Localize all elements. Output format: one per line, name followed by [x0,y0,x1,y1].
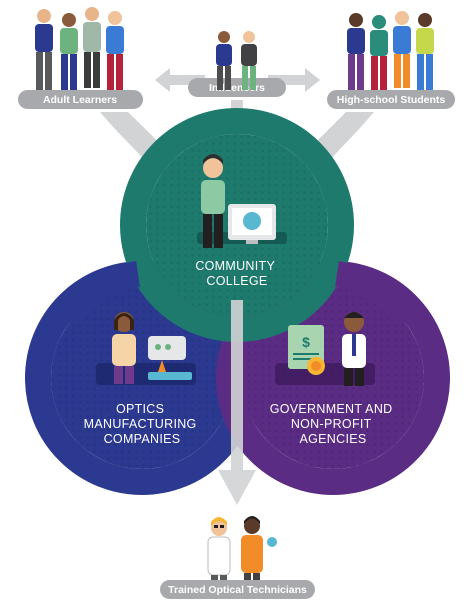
svg-text:$: $ [302,334,310,350]
government-line-3: AGENCIES [300,432,367,446]
community-college-label: COMMUNITY COLLEGE [195,259,278,288]
influencers-pill: Influencers [188,78,286,97]
adult-learners-people-icon [35,7,124,90]
high-school-people-icon [347,11,434,90]
influencers-people-icon [216,31,257,90]
instructor-with-monitor-icon [197,154,287,248]
government-label: GOVERNMENT AND NON-PROFIT AGENCIES [270,402,397,446]
optics-line-2: MANUFACTURING [84,417,197,431]
adult-learners-label: Adult Learners [43,94,117,106]
high-school-label: High-school Students [337,94,446,106]
community-college-line-2: COLLEGE [206,274,267,288]
high-school-pill: High-school Students [327,90,455,109]
optics-line-1: OPTICS [116,402,164,416]
center-arrow-icon [218,300,256,505]
government-line-1: GOVERNMENT AND [270,402,393,416]
purple-ring-overlap [334,261,420,328]
official-with-certificate-icon: $ [275,312,375,386]
blue-ring-overlap [55,261,141,328]
adult-learners-pill: Adult Learners [18,90,143,109]
trained-technicians-pill: Trained Optical Technicians [160,580,315,599]
community-college-line-1: COMMUNITY [195,259,275,273]
arrow-right-icon [268,68,320,92]
trained-technicians-label: Trained Optical Technicians [168,584,307,596]
optics-companies-label: OPTICS MANUFACTURING COMPANIES [84,402,201,446]
arrow-left-icon [155,68,205,92]
optics-worker-machine-icon [96,312,196,385]
government-line-2: NON-PROFIT [291,417,372,431]
technicians-people-icon [207,516,277,585]
optics-line-3: COMPANIES [104,432,181,446]
